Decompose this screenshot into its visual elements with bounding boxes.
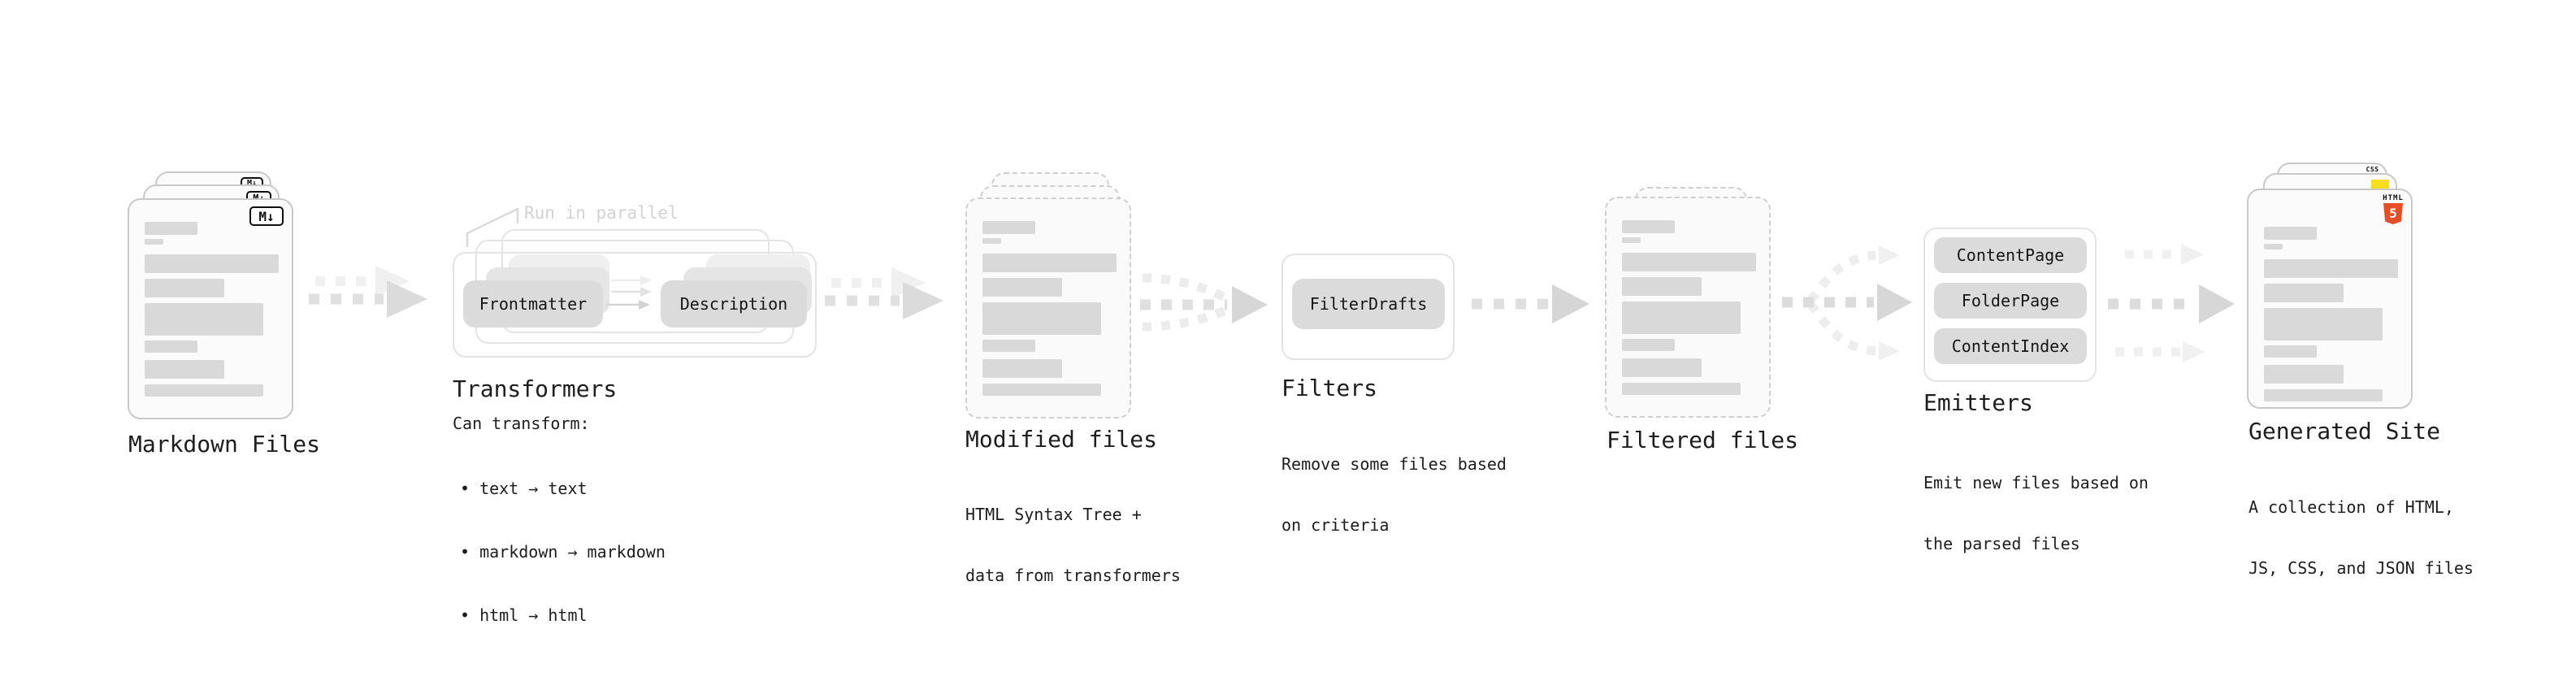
filterdrafts-chip: FilterDrafts <box>1292 279 1445 329</box>
html5-five: 5 <box>2389 206 2397 221</box>
doc-line <box>982 302 1101 335</box>
doc-line <box>982 340 1035 352</box>
desc-line: the parsed files <box>1923 534 2080 553</box>
desc-line: JS, CSS, and JSON files <box>2249 558 2474 578</box>
filtered-file-front <box>1605 197 1771 418</box>
doc-line <box>2264 365 2344 384</box>
modified-files-desc: HTML Syntax Tree + data from transformer… <box>965 464 1181 627</box>
doc-line <box>145 279 224 297</box>
doc-line <box>145 254 279 273</box>
doc-line <box>982 221 1035 234</box>
generated-site-desc: A collection of HTML, JS, CSS, and JSON … <box>2249 457 2474 619</box>
run-in-parallel-note: Run in parallel <box>524 203 679 223</box>
transformers-bullet-list: • text → text • markdown → markdown • ht… <box>460 436 666 668</box>
folderpage-emitter-chip: FolderPage <box>1934 283 2087 319</box>
arrow-filtered-to-emitters <box>1782 245 1912 361</box>
arrow-emitter-top-to-site <box>2125 244 2204 265</box>
markdown-badge-icon: M↓ <box>249 206 284 226</box>
doc-line <box>982 278 1062 297</box>
desc-line: A collection of HTML, <box>2249 497 2454 517</box>
filters-box-outline <box>1281 254 1455 360</box>
desc-line: Emit new files based on <box>1923 473 2149 492</box>
doc-line <box>145 303 263 336</box>
doc-line <box>1622 277 1702 296</box>
modified-file-stack <box>965 172 1144 424</box>
parallel-arrow-icon <box>611 275 652 285</box>
arrow-emitter-middle-to-site <box>2108 284 2235 323</box>
doc-content <box>2249 190 2411 401</box>
bullet-item: • markdown → markdown <box>460 542 666 562</box>
html-file: HTML 5 <box>2247 189 2413 409</box>
js-badge-icon <box>2371 180 2389 189</box>
doc-line <box>1622 301 1741 334</box>
filtered-file-stack <box>1605 187 1784 431</box>
doc-line <box>1622 220 1675 233</box>
desc-line: data from transformers <box>965 566 1181 585</box>
desc-line: Remove some files based <box>1281 454 1507 474</box>
doc-line <box>145 340 197 353</box>
arrow-emitter-bottom-to-site <box>2115 341 2205 362</box>
doc-line <box>145 239 163 245</box>
desc-line: HTML Syntax Tree + <box>965 505 1142 524</box>
modified-files-label: Modified files <box>965 426 1158 453</box>
doc-line <box>1622 358 1702 377</box>
frontmatter-transformer-chip: Frontmatter <box>463 280 603 327</box>
note-leader-line <box>466 207 519 248</box>
markdown-file-front: M↓ <box>128 198 293 419</box>
filters-label: Filters <box>1281 375 1378 401</box>
filtered-files-label: Filtered files <box>1607 427 1799 453</box>
emitters-desc: Emit new files based on the parsed files <box>1923 432 2149 595</box>
doc-line <box>145 360 224 379</box>
arrow-modified-to-filters <box>1140 273 1268 332</box>
doc-line <box>2264 345 2317 358</box>
modified-file-front <box>965 197 1131 419</box>
markdown-files-label: Markdown Files <box>128 431 321 458</box>
doc-line <box>1622 339 1675 351</box>
doc-line <box>982 384 1101 396</box>
arrow-filters-to-filtered <box>1472 284 1589 323</box>
filters-desc: Remove some files based on criteria <box>1281 414 1507 576</box>
doc-line <box>2264 284 2344 302</box>
doc-line <box>1622 253 1756 271</box>
parallel-arrow-icon <box>611 287 652 297</box>
doc-line <box>145 384 263 397</box>
emitters-label: Emitters <box>1923 389 2033 416</box>
html5-logo-icon: HTML 5 <box>2383 195 2404 224</box>
doc-content <box>967 221 1130 396</box>
doc-line <box>982 238 1001 244</box>
doc-line <box>145 222 197 235</box>
generated-site-label: Generated Site <box>2249 418 2441 445</box>
bullet-item: • text → text <box>460 479 588 498</box>
transformer-stack-outline-front <box>453 252 817 358</box>
doc-line <box>2264 259 2398 278</box>
html5-logo-word: HTML <box>2383 194 2404 202</box>
doc-line <box>982 254 1117 272</box>
doc-line <box>1622 237 1641 243</box>
doc-line <box>2264 308 2383 340</box>
doc-line <box>982 359 1062 378</box>
arrow-transformers-to-modified <box>825 267 943 319</box>
transformers-desc-title: Can transform: <box>453 414 590 433</box>
doc-line <box>1622 383 1741 395</box>
parallel-arrow-icon <box>606 300 650 310</box>
doc-line <box>2264 389 2383 401</box>
doc-line <box>2264 227 2317 240</box>
css-badge-text: CSS <box>2366 166 2379 173</box>
markdown-file-stack: M↓ M↓ M↓ <box>128 171 306 423</box>
doc-content <box>1607 220 1769 395</box>
description-transformer-chip: Description <box>661 280 807 327</box>
bullet-item: • html → html <box>460 605 588 625</box>
contentpage-emitter-chip: ContentPage <box>1934 237 2087 273</box>
html5-shield: 5 <box>2383 203 2403 224</box>
doc-line <box>2264 244 2283 249</box>
doc-content <box>129 222 292 397</box>
transformers-label: Transformers <box>453 375 618 402</box>
emitters-box-outline <box>1923 228 2097 382</box>
generated-site-stack: CSS HTML 5 <box>2247 163 2426 414</box>
desc-line: on criteria <box>1281 515 1390 535</box>
arrow-markdown-to-transformers <box>309 266 427 318</box>
contentindex-emitter-chip: ContentIndex <box>1934 328 2087 364</box>
